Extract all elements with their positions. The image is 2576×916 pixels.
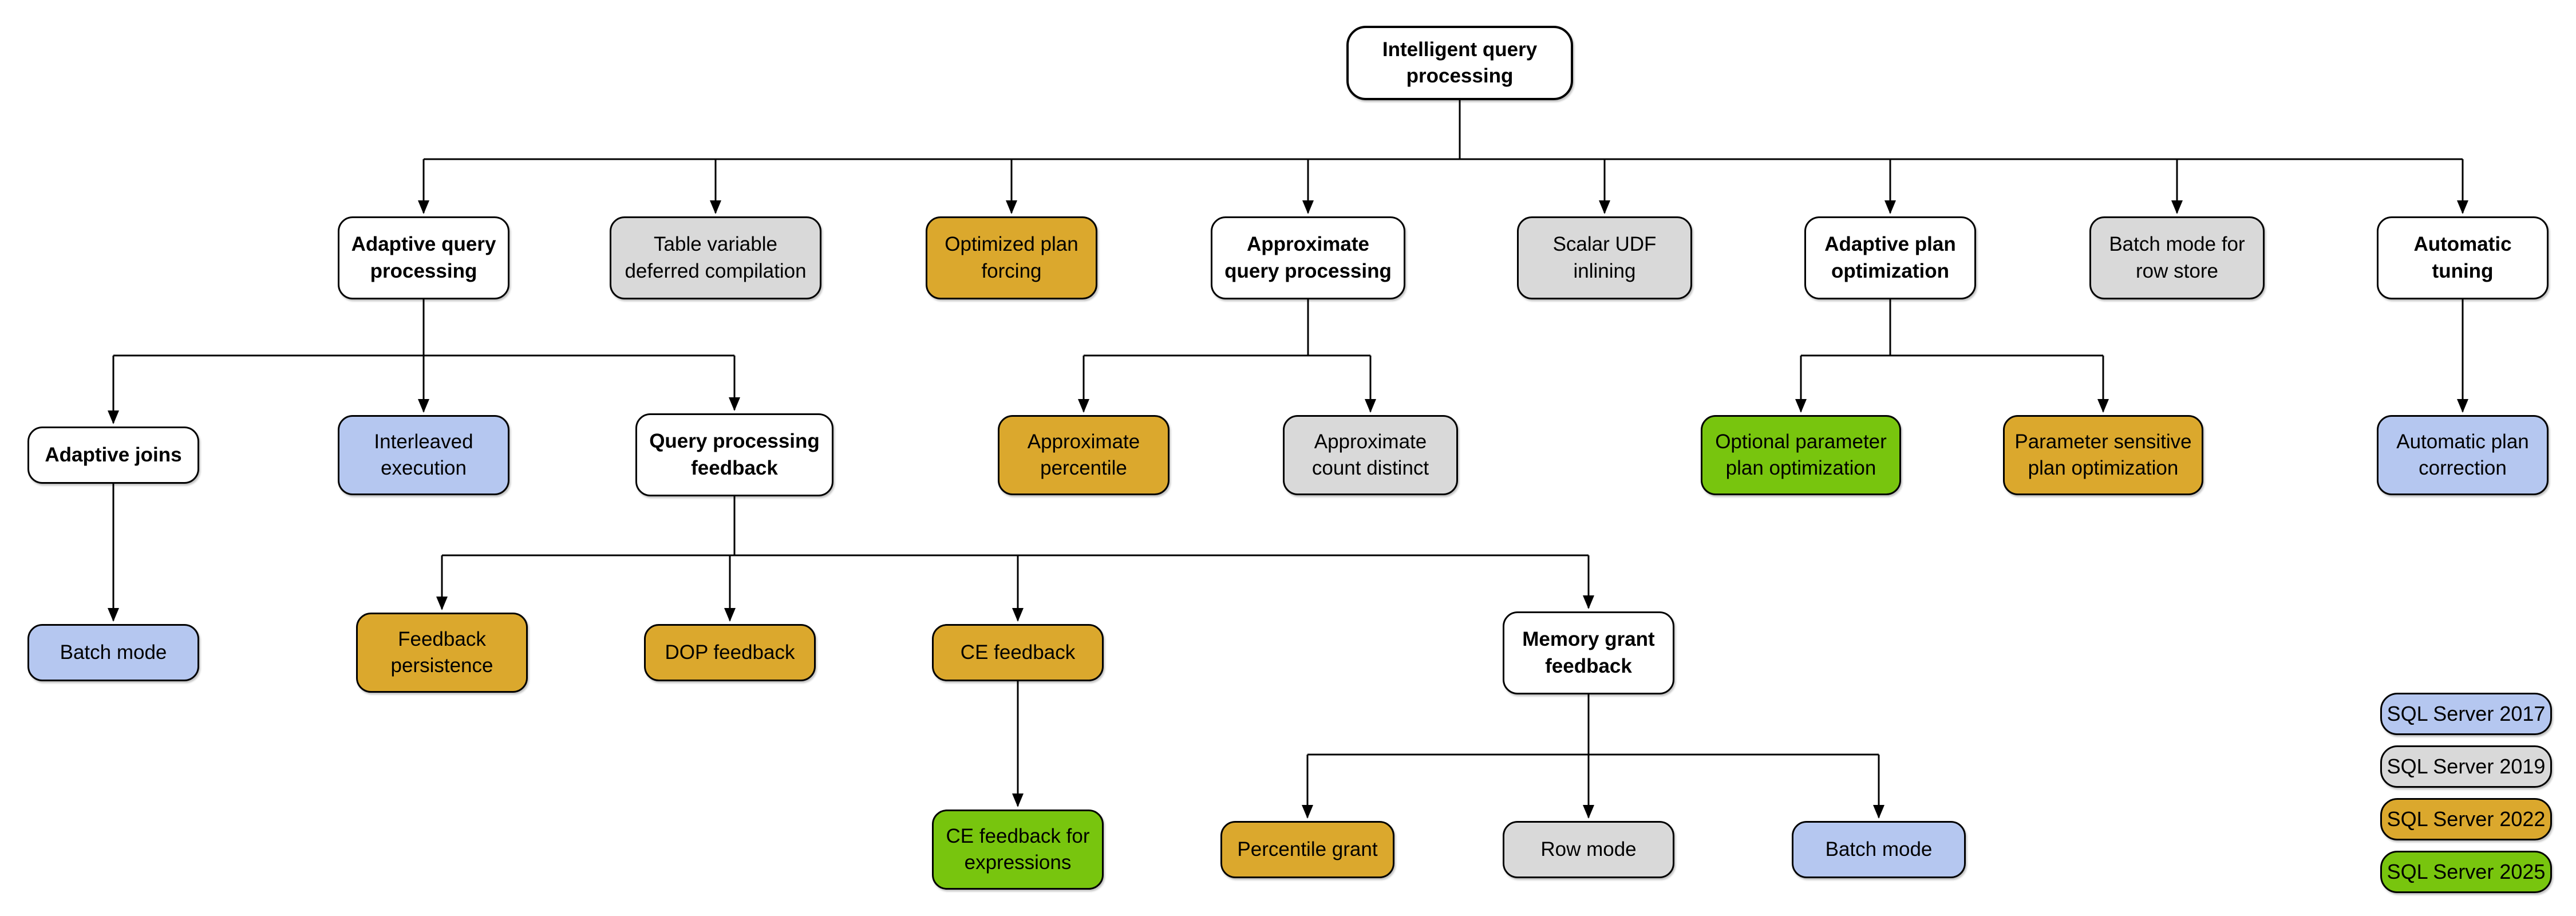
node-table-variable-deferred-compilation: Table variable deferred compilation (610, 216, 821, 299)
node-query-processing-feedback: Query processing feedback (635, 413, 833, 496)
node-ce-feedback: CE feedback (932, 624, 1104, 681)
node-batch-mode-for-row-store: Batch mode for row store (2089, 216, 2265, 299)
node-interleaved-execution: Interleaved execution (338, 415, 509, 495)
node-automatic-tuning: Automatic tuning (2377, 216, 2549, 299)
node-approximate-query-processing: Approximate query processing (1211, 216, 1405, 299)
legend-sql-server-2022: SQL Server 2022 (2380, 798, 2552, 840)
legend-sql-server-2017: SQL Server 2017 (2380, 693, 2552, 735)
node-row-mode: Row mode (1503, 821, 1674, 878)
node-automatic-plan-correction: Automatic plan correction (2377, 415, 2549, 495)
node-approximate-percentile: Approximate percentile (998, 415, 1170, 495)
edges-arrow-drops (108, 159, 2468, 819)
node-dop-feedback: DOP feedback (644, 624, 816, 681)
legend-sql-server-2019: SQL Server 2019 (2380, 745, 2552, 788)
node-intelligent-query-processing: Intelligent query processing (1346, 26, 1573, 100)
node-adaptive-plan-optimization: Adaptive plan optimization (1804, 216, 1976, 299)
node-adaptive-joins: Adaptive joins (27, 427, 199, 484)
node-ce-feedback-for-expressions: CE feedback for expressions (932, 810, 1104, 890)
node-optimized-plan-forcing: Optimized plan forcing (926, 216, 1097, 299)
node-parameter-sensitive-plan-optimization: Parameter sensitive plan optimization (2003, 415, 2203, 495)
edges-trunks (113, 100, 2463, 756)
node-scalar-udf-inlining: Scalar UDF inlining (1517, 216, 1692, 299)
node-batch-mode-memory-grant: Batch mode (1792, 821, 1966, 878)
node-percentile-grant: Percentile grant (1220, 821, 1394, 878)
node-feedback-persistence: Feedback persistence (356, 613, 528, 693)
node-batch-mode-adaptive-joins: Batch mode (27, 624, 199, 681)
legend-sql-server-2025: SQL Server 2025 (2380, 851, 2552, 893)
node-memory-grant-feedback: Memory grant feedback (1503, 611, 1674, 694)
node-optional-parameter-plan-optimization: Optional parameter plan optimization (1701, 415, 1901, 495)
node-adaptive-query-processing: Adaptive query processing (338, 216, 509, 299)
node-approximate-count-distinct: Approximate count distinct (1283, 415, 1458, 495)
